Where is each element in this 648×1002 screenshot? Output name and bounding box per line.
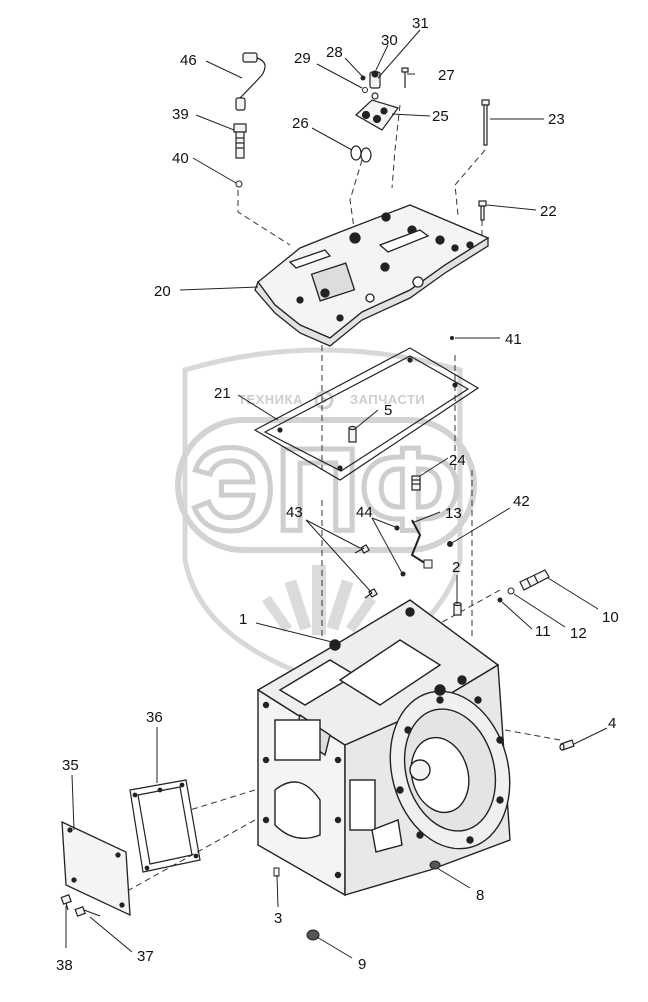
part-23-long-bolt — [481, 99, 490, 146]
part-30-31-valve — [369, 70, 381, 100]
part-39-sensor — [233, 123, 247, 159]
callout-28: 28 — [326, 44, 343, 61]
callout-23: 23 — [548, 111, 565, 128]
part-29-washer — [362, 87, 368, 93]
assembly-guide-lines — [119, 104, 561, 896]
part-35-cover — [61, 820, 131, 917]
part-42-plug — [447, 541, 453, 547]
part-12-washer — [507, 587, 515, 595]
part-11-washer — [497, 597, 503, 603]
part-28-washer — [360, 75, 366, 81]
callout-9: 9 — [358, 956, 366, 973]
part-4-pin — [559, 739, 575, 751]
callout-22: 22 — [540, 203, 557, 220]
callout-41: 41 — [505, 331, 522, 348]
callout-35: 35 — [62, 757, 79, 774]
callout-42: 42 — [513, 493, 530, 510]
callout-37: 37 — [137, 948, 154, 965]
callout-13: 13 — [445, 505, 462, 522]
part-10-sensor — [519, 569, 550, 591]
callout-44: 44 — [356, 504, 373, 521]
part-2-dowel — [453, 601, 462, 616]
part-37-bolt — [74, 906, 101, 917]
callout-2: 2 — [452, 559, 460, 576]
leader-lines — [65, 29, 608, 959]
watermark-line2: ЗАПЧАСТИ — [350, 392, 425, 407]
callout-40: 40 — [172, 150, 189, 167]
callout-31: 31 — [412, 15, 429, 32]
callout-4: 4 — [608, 715, 616, 732]
part-25-plate — [354, 99, 399, 131]
part-9-plug — [306, 929, 320, 941]
callout-29: 29 — [294, 50, 311, 67]
part-24-fitting — [411, 475, 421, 491]
part-21-gasket — [253, 347, 480, 481]
callout-46: 46 — [180, 52, 197, 69]
watermark-big-text: ЭПФ — [191, 424, 460, 556]
part-40-washer — [235, 180, 243, 188]
part-13-tube — [410, 519, 433, 569]
watermark-gear-icon — [314, 390, 334, 410]
watermark-wheat-icon — [262, 565, 376, 635]
part-46-sensor-cable — [235, 52, 266, 111]
part-3-pin — [273, 867, 280, 877]
callout-11: 11 — [535, 623, 551, 640]
callout-43: 43 — [286, 504, 303, 521]
part-22-bolt — [478, 200, 487, 221]
callout-5: 5 — [384, 402, 392, 419]
callout-25: 25 — [432, 108, 449, 125]
callout-3: 3 — [274, 910, 282, 927]
part-20-valve-body — [254, 204, 490, 347]
callout-20: 20 — [154, 283, 171, 300]
part-36-gasket — [129, 779, 201, 873]
part-38-bolt — [60, 894, 72, 911]
part-27-bolt — [401, 67, 409, 88]
callout-36: 36 — [146, 709, 163, 726]
callout-30: 30 — [381, 32, 398, 49]
callout-12: 12 — [570, 625, 587, 642]
part-8-plug — [429, 860, 441, 870]
watermark-line1: ТЕХНИКА — [238, 392, 303, 407]
callout-8: 8 — [476, 887, 484, 904]
callout-10: 10 — [602, 609, 619, 626]
callout-26: 26 — [292, 115, 309, 132]
part-1-main-housing — [256, 599, 511, 897]
part-41-pin — [450, 336, 454, 340]
callout-1: 1 — [239, 611, 247, 628]
watermark: ЭПФ ТЕХНИКА ЗАПЧАСТИ — [175, 347, 477, 683]
part-5-dowel — [348, 425, 357, 443]
callout-38: 38 — [56, 957, 73, 974]
callout-labels: 46 39 40 29 28 30 31 27 26 25 23 22 20 4… — [56, 15, 619, 974]
callout-21: 21 — [214, 385, 231, 402]
watermark-badge — [175, 417, 477, 553]
callout-27: 27 — [438, 67, 455, 84]
part-26-rings — [350, 145, 372, 163]
part-43-bolts — [354, 544, 378, 599]
callout-39: 39 — [172, 106, 189, 123]
callout-24: 24 — [449, 452, 466, 469]
